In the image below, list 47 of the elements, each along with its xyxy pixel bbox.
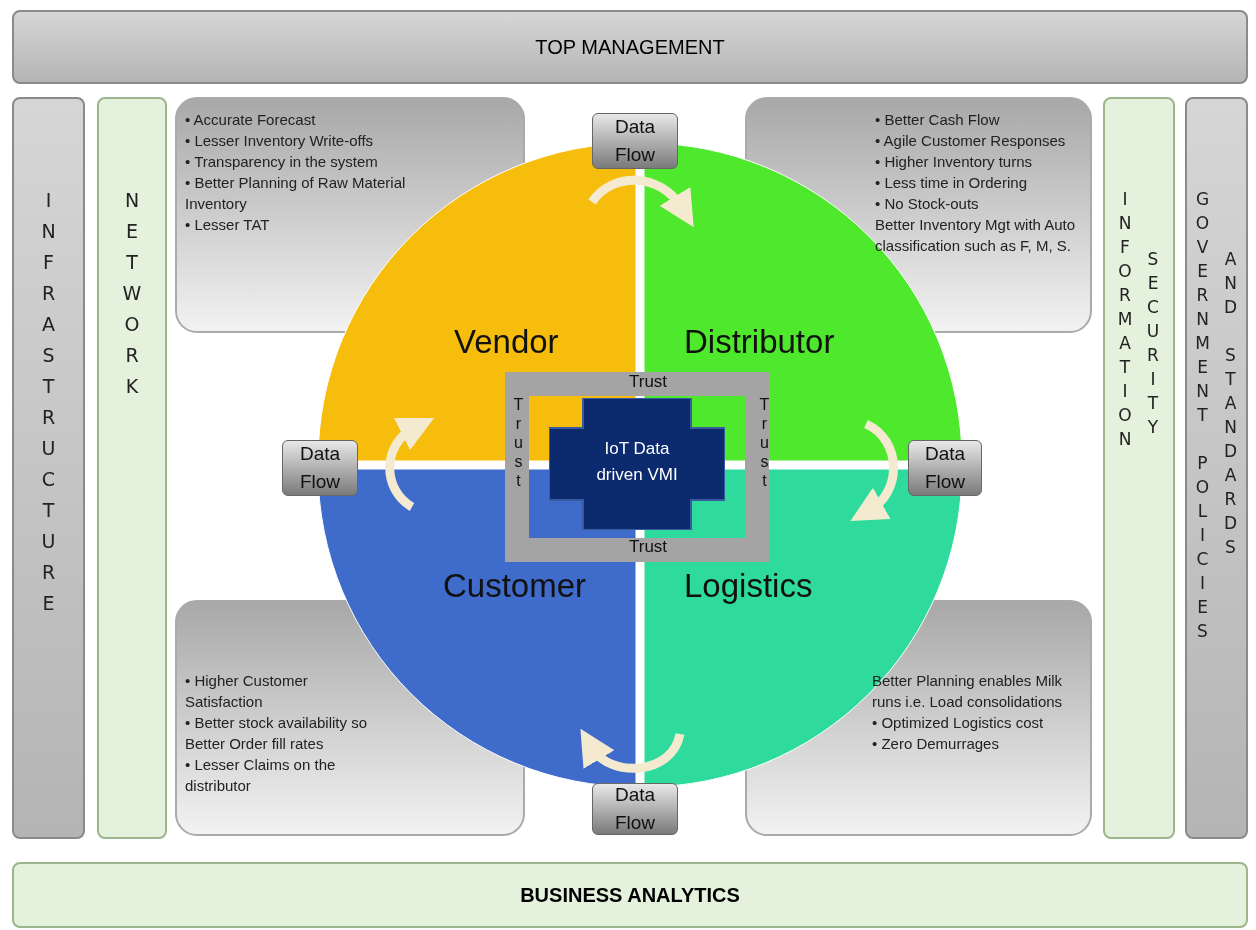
bullet-item: • Optimized Logistics cost [872,713,1045,733]
bullet-item: • Transparency in the system [185,152,379,172]
layer-band [1185,97,1248,839]
band-label: GOVERNMENT POLICIES [1192,189,1213,645]
quadrant-label: Logistics [684,567,813,605]
center-label: IoT Data driven VMI [595,438,679,486]
curved-arrow [578,730,685,773]
frame-label: Trust [755,396,773,491]
bullet-item: • Higher Inventory turns [875,152,1033,172]
layer-band [12,10,1248,84]
bullet-item: Better Inventory Mgt with Auto classification such as F, M, S. [875,215,1077,256]
bullet-item: • Higher Customer Satisfaction [185,671,309,712]
band-label: INFORMATION [1115,189,1135,453]
bullet-item: • Lesser Inventory Write-offs [185,131,375,151]
bullet-item: • No Stock-outs [875,194,980,214]
layer-band [1103,97,1175,839]
data-flow-tag: Data Flow [908,440,982,496]
bullet-item: • Lesser Claims on the distributor [185,755,337,796]
layer-band [12,97,85,839]
data-flow-tag: Data Flow [592,783,678,835]
bullet-item: • Lesser TAT [185,215,271,235]
bullet-item: • Better stock availability so Better Order fill rates [185,713,368,754]
band-label: INFRASTRUCTURE [37,189,60,623]
data-flow-tag: Data Flow [592,113,678,169]
quadrant-label: Distributor [684,323,835,361]
trust-frame [505,372,769,562]
curved-arrow [851,420,898,523]
bullet-item: • Less time in Ordering [875,173,1028,193]
band-label: NETWORK [121,189,143,406]
bullet-item: • Accurate Forecast [185,110,317,130]
band-label: AND STANDARDS [1220,249,1241,561]
quadrant-label: Vendor [454,323,559,361]
frame-label: Trust [509,396,527,491]
bullet-item: • Zero Demurrages [872,734,1000,754]
bullet-item: • Better Planning of Raw Material Inventory [185,173,407,214]
layer-band [97,97,167,839]
bullet-item: • Better Cash Flow [875,110,1001,130]
band-label: SECURITY [1143,249,1163,441]
data-flow-tag: Data Flow [282,440,358,496]
layer-band [12,862,1248,928]
bullet-item: • Agile Customer Responses [875,131,1067,151]
frame-label: Trust [629,537,668,557]
quadrant-label: Customer [443,567,587,605]
band-label: TOP MANAGEMENT [535,35,725,59]
curved-arrow [588,175,696,227]
band-label: BUSINESS ANALYTICS [520,883,740,907]
frame-label: Trust [629,372,668,392]
